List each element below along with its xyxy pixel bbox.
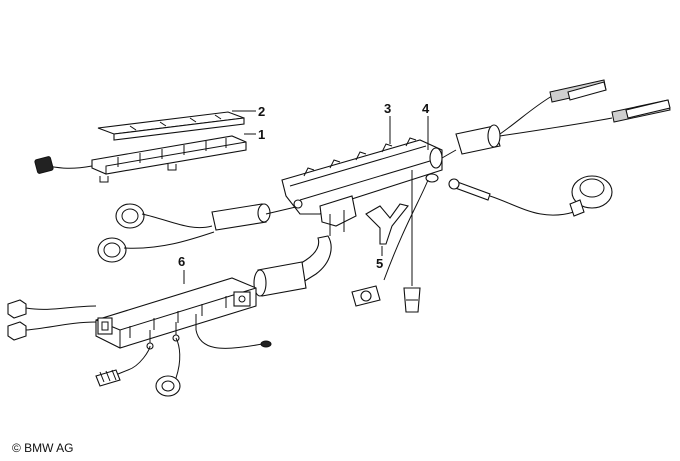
callout-1: 1: [258, 127, 265, 142]
vertical-sensors: [351, 170, 429, 313]
lower-sensors: [95, 329, 272, 397]
callout-3: 3: [384, 101, 391, 116]
callout-6: 6: [178, 254, 185, 269]
callout-2: 2: [258, 104, 265, 119]
callout-4: 4: [422, 101, 430, 116]
part-1-connector-rail: [34, 135, 247, 183]
right-connectors: [441, 79, 671, 159]
part-2-cover-strip: [97, 111, 245, 141]
part-6-lower-rail: [95, 277, 257, 350]
callout-5: 5: [376, 256, 383, 271]
copyright-notice: © BMW AG: [12, 441, 74, 455]
left-round-connectors: [97, 203, 301, 263]
callout-leaders: [183, 110, 429, 284]
corrugated-tube: [253, 235, 332, 297]
part-3-4-main-duct: [281, 137, 443, 236]
left-plugs: [7, 299, 97, 341]
part-5-clip: [365, 203, 409, 245]
right-sensors: [448, 175, 613, 217]
